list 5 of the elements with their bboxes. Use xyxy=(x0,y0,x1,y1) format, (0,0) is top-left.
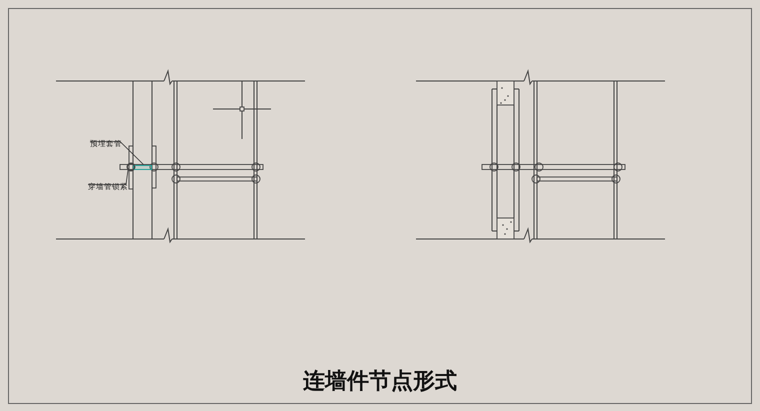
pipe-coupler xyxy=(127,163,135,171)
leader-line xyxy=(88,170,128,185)
diagram-title: 连墙件节点形式 xyxy=(302,368,458,396)
embedded-sleeve xyxy=(133,164,152,170)
leader-line xyxy=(90,141,144,165)
